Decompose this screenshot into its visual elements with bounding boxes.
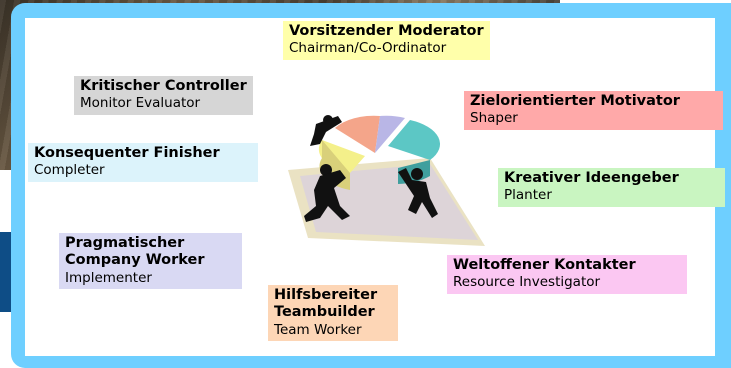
role-title: Vorsitzender Moderator (289, 23, 484, 39)
role-completer: Konsequenter Finisher Completer (28, 143, 258, 182)
role-subtitle: Planter (504, 187, 552, 204)
role-subtitle: Monitor Evaluator (80, 95, 201, 112)
role-subtitle: Chairman/Co-Ordinator (289, 40, 447, 57)
role-implementer: Pragmatischer Company Worker Implementer (59, 233, 242, 289)
role-title: Weltoffener Kontakter (453, 257, 636, 273)
role-shaper: Zielorientierter Motivator Shaper (464, 91, 723, 130)
role-subtitle: Shaper (470, 110, 518, 127)
role-monitor-evaluator: Kritischer Controller Monitor Evaluator (74, 76, 253, 115)
role-subtitle: Team Worker (274, 321, 362, 338)
role-title: Pragmatischer Company Worker (65, 235, 205, 269)
role-resource-investigator: Weltoffener Kontakter Resource Investiga… (447, 255, 687, 294)
role-subtitle: Resource Investigator (453, 274, 601, 291)
role-title: Kritischer Controller (80, 78, 247, 94)
role-planter: Kreativer Ideengeber Planter (498, 168, 725, 207)
businessmen-pushing-pie-chart-icon (288, 115, 485, 246)
role-subtitle: Implementer (65, 269, 152, 286)
role-subtitle: Completer (34, 162, 105, 179)
role-title: Hilfsbereiter Teambuilder (274, 287, 378, 321)
role-chairman: Vorsitzender Moderator Chairman/Co-Ordin… (283, 21, 490, 60)
role-title: Zielorientierter Motivator (470, 93, 680, 109)
role-title: Konsequenter Finisher (34, 145, 220, 161)
role-team-worker: Hilfsbereiter Teambuilder Team Worker (268, 285, 398, 341)
role-title: Kreativer Ideengeber (504, 170, 679, 186)
